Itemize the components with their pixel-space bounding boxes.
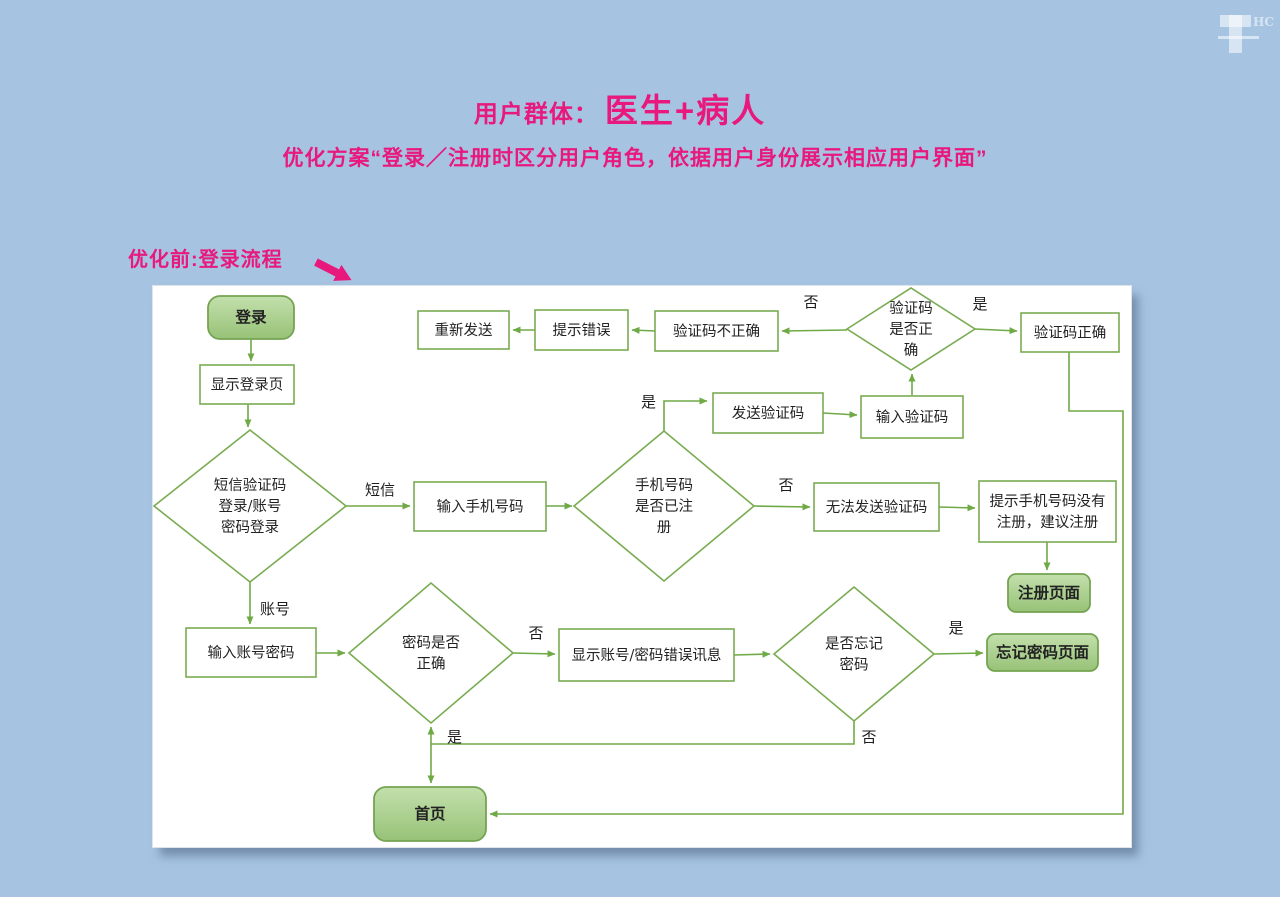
flow-edge-10 (781, 327, 848, 335)
flow-edge-4 (753, 503, 811, 511)
flow-edge-17 (512, 650, 556, 658)
edge-label-pwd-yes: 是 (447, 728, 462, 746)
node-label-phone-registered: 手机号码是否已注册 (635, 477, 693, 536)
node-enter-phone: 输入手机号码 (413, 481, 547, 532)
node-label-enter-phone: 输入手机号码 (437, 499, 524, 516)
page-title: 用户群体： 医生+病人 (0, 84, 1240, 132)
node-password-correct-q: 密码是否正确 (347, 581, 515, 725)
node-label-password-correct-q: 密码是否正确 (402, 635, 460, 673)
node-resend: 重新发送 (417, 310, 510, 350)
edge-label-forgot-yes: 是 (948, 619, 963, 637)
node-code-correct-q: 验证码是否正确 (845, 287, 977, 371)
node-label-send-code: 发送验证码 (732, 405, 805, 422)
edge-label-forgot-no: 否 (861, 728, 876, 746)
node-register-page: 注册页面 (1007, 573, 1091, 613)
flowchart-svg: 短信账号否是否是否是否是登录显示登录页短信验证码登录/账号密码登录输入手机号码手… (152, 287, 1124, 842)
subtitle: 优化方案“登录／注册时区分用户角色，依据用户身份展示相应用户界面” (282, 147, 988, 170)
node-label-prompt-not-registered: 提示手机号码没有注册，建议注册 (990, 493, 1106, 531)
node-show-error-msg: 显示账号/密码错误讯息 (558, 628, 735, 682)
edge-label-code-no: 否 (803, 293, 818, 311)
edge-label-sms: 短信 (365, 481, 395, 499)
node-label-show-login: 显示登录页 (211, 377, 284, 394)
node-label-enter-code: 输入验证码 (876, 409, 949, 426)
node-label-enter-account: 输入账号密码 (208, 645, 295, 662)
node-send-code: 发送验证码 (712, 392, 824, 434)
edge-label-account: 账号 (260, 600, 290, 618)
node-prompt-not-registered: 提示手机号码没有注册，建议注册 (978, 480, 1117, 543)
node-home: 首页 (373, 786, 487, 842)
node-label-sms-or-account: 短信验证码登录/账号密码登录 (214, 477, 287, 536)
flow-edge-11 (631, 326, 656, 334)
node-label-show-error-msg: 显示账号/密码错误讯息 (572, 647, 722, 664)
node-cant-send-code: 无法发送验证码 (813, 482, 940, 532)
node-label-code-correct: 验证码正确 (1034, 325, 1107, 342)
flow-edge-14 (489, 352, 1124, 818)
node-forgot-password-page: 忘记密码页面 (986, 633, 1099, 672)
logo-suffix-text: HC (1253, 15, 1274, 29)
node-label-forgot-password-q: 是否忘记密码 (825, 636, 883, 674)
node-prompt-error: 提示错误 (534, 309, 629, 351)
edge-label-pwd-no: 否 (528, 624, 543, 642)
node-label-register-page: 注册页面 (1018, 583, 1080, 602)
node-code-wrong: 验证码不正确 (654, 310, 779, 352)
pink-arrow-icon (314, 258, 352, 281)
flow-edge-7 (663, 397, 708, 432)
node-show-login: 显示登录页 (199, 364, 295, 405)
node-phone-registered: 手机号码是否已注册 (572, 429, 756, 583)
node-code-correct: 验证码正确 (1020, 312, 1120, 353)
node-enter-account: 输入账号密码 (185, 627, 317, 678)
node-label-code-wrong: 验证码不正确 (673, 323, 760, 340)
title-label: 用户群体： (473, 101, 599, 128)
node-label-home: 首页 (414, 804, 445, 823)
flow-edge-19 (933, 649, 984, 657)
edge-label-code-yes: 是 (972, 295, 987, 313)
flow-edge-5 (938, 504, 976, 512)
node-label-forgot-password-page: 忘记密码页面 (996, 643, 1089, 662)
flow-edge-8 (822, 411, 858, 419)
node-forgot-password-q: 是否忘记密码 (772, 585, 936, 723)
node-label-cant-send-code: 无法发送验证码 (826, 499, 928, 516)
thc-logo: HC (1218, 15, 1274, 53)
edge-label-phone-no: 否 (778, 476, 793, 494)
section-label: 优化前:登录流程 (128, 249, 283, 271)
flow-edge-18 (733, 650, 771, 658)
node-label-prompt-error: 提示错误 (553, 322, 611, 339)
edge-label-send-yes: 是 (641, 393, 656, 411)
node-label-code-correct-q: 验证码是否正确 (889, 300, 933, 359)
flow-edge-13 (974, 327, 1018, 335)
node-label-resend: 重新发送 (435, 322, 493, 339)
title-value: 医生+病人 (604, 92, 767, 129)
node-login: 登录 (207, 295, 295, 340)
node-enter-code: 输入验证码 (860, 395, 964, 439)
flowchart-canvas: 短信账号否是否是否是否是登录显示登录页短信验证码登录/账号密码登录输入手机号码手… (152, 285, 1132, 848)
node-label-login: 登录 (234, 308, 267, 327)
flow-edge-20 (431, 721, 855, 745)
node-sms-or-account: 短信验证码登录/账号密码登录 (152, 428, 348, 584)
